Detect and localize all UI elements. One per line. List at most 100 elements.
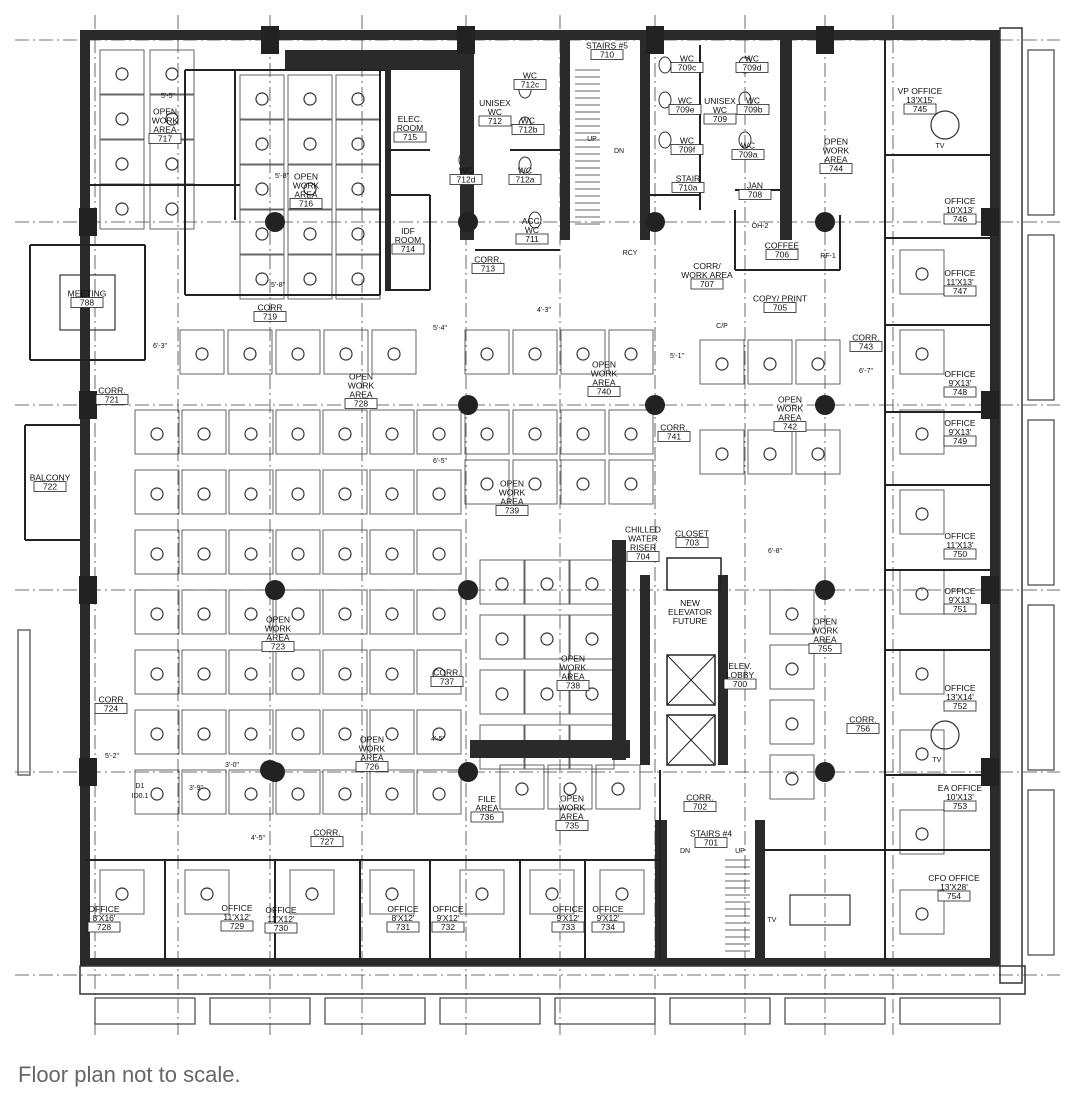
chair	[615, 887, 629, 901]
chair	[255, 137, 269, 151]
elevator-car	[666, 714, 716, 766]
chair	[432, 547, 446, 561]
workstation	[322, 589, 368, 635]
workstation	[769, 644, 815, 690]
stair5-wall-e	[640, 40, 650, 240]
chair	[339, 347, 353, 361]
pilaster	[457, 26, 475, 54]
room-number-box	[393, 131, 427, 143]
chair	[915, 427, 929, 441]
room-number: 740	[597, 387, 611, 397]
chair	[244, 667, 258, 681]
room-name-line: WORK	[559, 803, 586, 813]
elevator-wall-e	[718, 575, 728, 765]
dimension-note: 4'-3"	[537, 307, 551, 314]
room-number: 749	[953, 436, 967, 446]
room-number: 728	[97, 922, 111, 932]
workstation	[560, 459, 606, 505]
room-number: 715	[403, 132, 417, 142]
room-name-line: WC	[459, 166, 473, 176]
room-number-box	[391, 243, 425, 255]
window-south	[209, 997, 311, 1025]
elevator-wall-w	[640, 575, 650, 765]
toilet	[658, 56, 672, 74]
workstation	[275, 649, 321, 695]
room-name-line: OPEN	[561, 654, 585, 664]
window-east	[1027, 234, 1055, 401]
room-number-box	[690, 278, 724, 290]
chair	[432, 787, 446, 801]
workstation	[369, 589, 415, 635]
chair	[338, 547, 352, 561]
room-name-line: 9'X13'	[948, 427, 971, 437]
window-south	[439, 997, 541, 1025]
room-number-box	[846, 723, 880, 734]
room-number-box	[253, 311, 287, 322]
room-number-box	[670, 144, 704, 155]
chair	[385, 487, 399, 501]
dimension-note: 5'-8"	[271, 282, 285, 289]
chair	[351, 272, 365, 286]
room-number-box	[70, 297, 104, 308]
wall-layer	[24, 27, 1026, 995]
workstation	[289, 869, 335, 915]
room-number: 712d	[457, 175, 476, 185]
workstation	[287, 119, 333, 165]
room-name-line: FUTURE	[673, 616, 708, 626]
chair	[197, 427, 211, 441]
room-name-line: CORR.	[849, 715, 876, 725]
chair	[150, 547, 164, 561]
plan-tag: TV	[768, 917, 777, 924]
room-name-line: WATER	[628, 534, 658, 544]
room-number: 710a	[679, 183, 698, 193]
plan-tag: RF-1	[820, 253, 836, 260]
chair	[244, 487, 258, 501]
room-name-line: AREA	[813, 635, 836, 645]
room-number: 713	[481, 264, 495, 274]
structural-column	[645, 395, 665, 415]
window-south	[324, 997, 426, 1025]
room-number: 717	[158, 134, 172, 144]
dimension-note: 5'-5"	[161, 93, 175, 100]
chair	[515, 782, 529, 796]
chair	[115, 67, 129, 81]
workstation	[134, 589, 180, 635]
window-south	[784, 997, 886, 1025]
chair	[785, 717, 799, 731]
room-number: 721	[105, 395, 119, 405]
workstation	[747, 339, 793, 385]
chair	[150, 727, 164, 741]
workstation	[595, 764, 641, 810]
chair	[244, 427, 258, 441]
room-name-line: OPEN	[500, 479, 524, 489]
window-south	[554, 997, 656, 1025]
chair	[338, 427, 352, 441]
room-name-line: WC	[523, 71, 537, 81]
workstation	[899, 329, 945, 375]
room-number-box	[430, 676, 464, 687]
workstation	[512, 409, 558, 455]
room-number-box	[819, 163, 853, 174]
workstation	[239, 164, 285, 210]
room-name-line: CORR	[257, 303, 282, 313]
workstation	[608, 329, 654, 375]
stair4-wall-e	[755, 820, 765, 960]
workstation	[608, 459, 654, 505]
workstation	[512, 459, 558, 505]
chair	[385, 547, 399, 561]
room-number: 748	[953, 387, 967, 397]
chair	[624, 347, 638, 361]
chair	[540, 687, 554, 701]
room-number: 732	[441, 922, 455, 932]
room-number: 754	[947, 891, 961, 901]
room-name-line: 10'X13'	[946, 792, 974, 802]
room-number: 745	[913, 104, 927, 114]
workstation	[228, 529, 274, 575]
workstation	[369, 869, 415, 915]
room-name-line: AREA	[500, 497, 523, 507]
